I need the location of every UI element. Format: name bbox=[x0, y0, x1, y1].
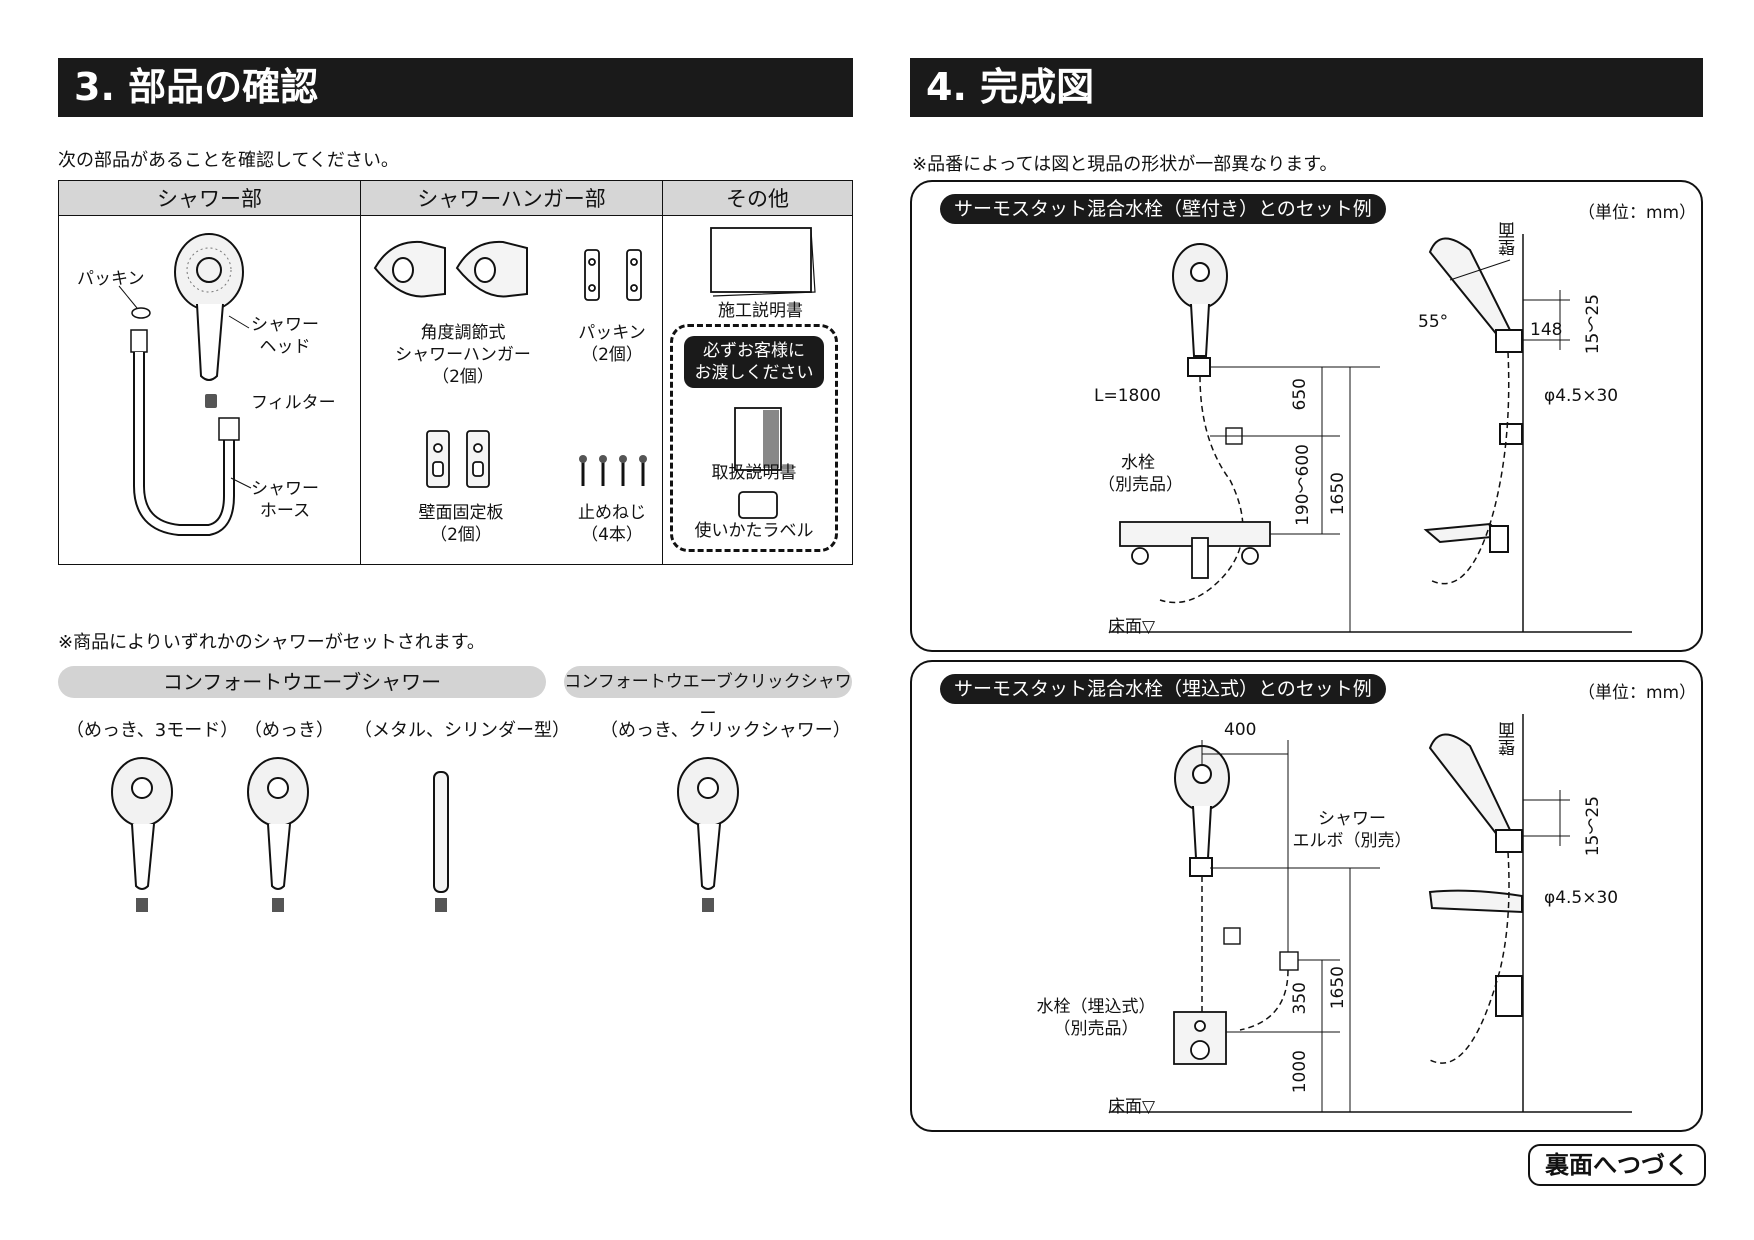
shower-head-click-icon bbox=[677, 757, 739, 912]
handover-notice: 必ずお客様に お渡しください bbox=[684, 336, 824, 388]
variant-label-3: （メタル、シリンダー型） bbox=[354, 720, 570, 741]
other-illustration bbox=[710, 227, 816, 519]
dim-650: 650 bbox=[1290, 378, 1310, 411]
wall-mounted-diagram bbox=[1110, 234, 1632, 633]
continue-overleaf: 裏面へつづく bbox=[1528, 1144, 1706, 1186]
concealed-diagram bbox=[1110, 714, 1632, 1113]
shower-set-illustration bbox=[118, 233, 252, 536]
label-screws: 止めねじ （4本） bbox=[578, 503, 646, 545]
dim-screw-concealed: φ4.5×30 bbox=[1544, 888, 1619, 908]
dim-1000: 1000 bbox=[1290, 1050, 1310, 1094]
screw-icon bbox=[581, 461, 645, 486]
label-sticker-icon bbox=[738, 491, 778, 519]
variant-label-2: （めっき） bbox=[244, 720, 334, 741]
dim-350: 350 bbox=[1290, 982, 1310, 1015]
section4-note: ※品番によっては図と現品の形状が一部異なります。 bbox=[912, 154, 1338, 175]
user-manual-icon bbox=[734, 407, 782, 471]
label-packing: パッキン bbox=[77, 269, 145, 289]
variants-note: ※商品によりいずれかのシャワーがセットされます。 bbox=[58, 632, 485, 653]
hanger-set-illustration bbox=[373, 240, 647, 488]
panel1-faucet-label: 水栓 （別売品） bbox=[1098, 453, 1183, 495]
col-header-hanger: シャワーハンガー部 bbox=[360, 180, 663, 216]
other-cell: 施工説明書 bbox=[662, 215, 853, 565]
adjustable-hanger-icon bbox=[373, 240, 528, 298]
dim-400: 400 bbox=[1224, 720, 1257, 740]
shower-head-3mode-icon bbox=[111, 757, 173, 912]
label-usage-sticker: 使いかたラベル bbox=[694, 521, 814, 541]
panel-wall-mounted bbox=[910, 180, 1703, 652]
dim-hose-length: L=1800 bbox=[1094, 386, 1161, 406]
variant-label-1: （めっき、3モード） bbox=[66, 720, 239, 741]
panel2-wall: 壁面 bbox=[1499, 722, 1519, 756]
wall-plate-icon bbox=[426, 430, 490, 488]
shower-head-icon bbox=[174, 233, 244, 381]
panel2-faucet-label: 水栓（埋込式） （別売品） bbox=[1036, 997, 1156, 1039]
parts-table: シャワー部 シャワーハンガー部 その他 bbox=[58, 180, 853, 565]
shower-hose-icon bbox=[130, 329, 240, 536]
panel1-title: サーモスタット混合水栓（壁付き）とのセット例 bbox=[940, 194, 1386, 224]
section4-title: 4. 完成図 bbox=[910, 58, 1703, 117]
panel1-wall: 壁面 bbox=[1499, 222, 1519, 256]
label-install-manual: 施工説明書 bbox=[718, 301, 803, 321]
label-wall-plate: 壁面固定板 （2個） bbox=[418, 503, 504, 545]
dim-148: 148 bbox=[1530, 320, 1563, 340]
panel2-title: サーモスタット混合水栓（埋込式）とのセット例 bbox=[940, 674, 1386, 704]
dim-angle: 55° bbox=[1418, 312, 1449, 332]
hanger-packing-icon bbox=[584, 249, 642, 301]
customer-handover-box bbox=[670, 324, 838, 552]
install-manual-icon bbox=[710, 227, 816, 297]
panel2-floor: 床面▽ bbox=[1108, 1097, 1156, 1117]
filter-icon bbox=[205, 394, 217, 408]
panel1-unit: （単位：mm） bbox=[1578, 203, 1697, 223]
shower-cell: パッキン シャワー ヘッド フィルター シャワー ホース bbox=[58, 215, 361, 565]
section3-intro: 次の部品があることを確認してください。 bbox=[58, 150, 399, 171]
hanger-cell: 角度調節式 シャワーハンガー （2個） パッキン （2個） 壁面固定板 （2個）… bbox=[360, 215, 663, 565]
label-hanger-packing: パッキン （2個） bbox=[578, 323, 646, 365]
variant-label-4: （めっき、クリックシャワー） bbox=[600, 720, 851, 741]
col-header-shower: シャワー部 bbox=[58, 180, 361, 216]
shower-variants-illustration bbox=[111, 757, 739, 912]
variant-group-comfort-wave: コンフォートウエーブシャワー bbox=[58, 666, 546, 698]
shower-head-plating-icon bbox=[247, 757, 309, 912]
panel2-elbow-label: シャワー エルボ（別売） bbox=[1292, 809, 1412, 851]
variant-group-click: コンフォートウエーブクリックシャワー bbox=[564, 666, 852, 724]
label-adjustable-hanger: 角度調節式 シャワーハンガー （2個） bbox=[395, 323, 531, 387]
label-shower-hose: シャワー ホース bbox=[251, 479, 319, 521]
dim-190-600: 190〜600 bbox=[1293, 444, 1313, 526]
packing-icon bbox=[131, 307, 151, 319]
dim-1650-concealed: 1650 bbox=[1328, 966, 1348, 1010]
panel1-floor: 床面▽ bbox=[1108, 617, 1156, 637]
label-user-manual: 取扱説明書 bbox=[711, 463, 797, 483]
dim-1650: 1650 bbox=[1328, 472, 1348, 516]
col-header-other: その他 bbox=[662, 180, 853, 216]
label-filter: フィルター bbox=[251, 393, 336, 413]
section3-title: 3. 部品の確認 bbox=[58, 58, 853, 117]
panel2-unit: （単位：mm） bbox=[1578, 683, 1697, 703]
panel-concealed bbox=[910, 660, 1703, 1132]
dim-screw: φ4.5×30 bbox=[1544, 386, 1619, 406]
dim-15-25: 15〜25 bbox=[1583, 294, 1603, 355]
dim-15-25-concealed: 15〜25 bbox=[1583, 796, 1603, 857]
label-shower-head: シャワー ヘッド bbox=[251, 315, 319, 357]
shower-head-cylinder-icon bbox=[433, 771, 449, 912]
